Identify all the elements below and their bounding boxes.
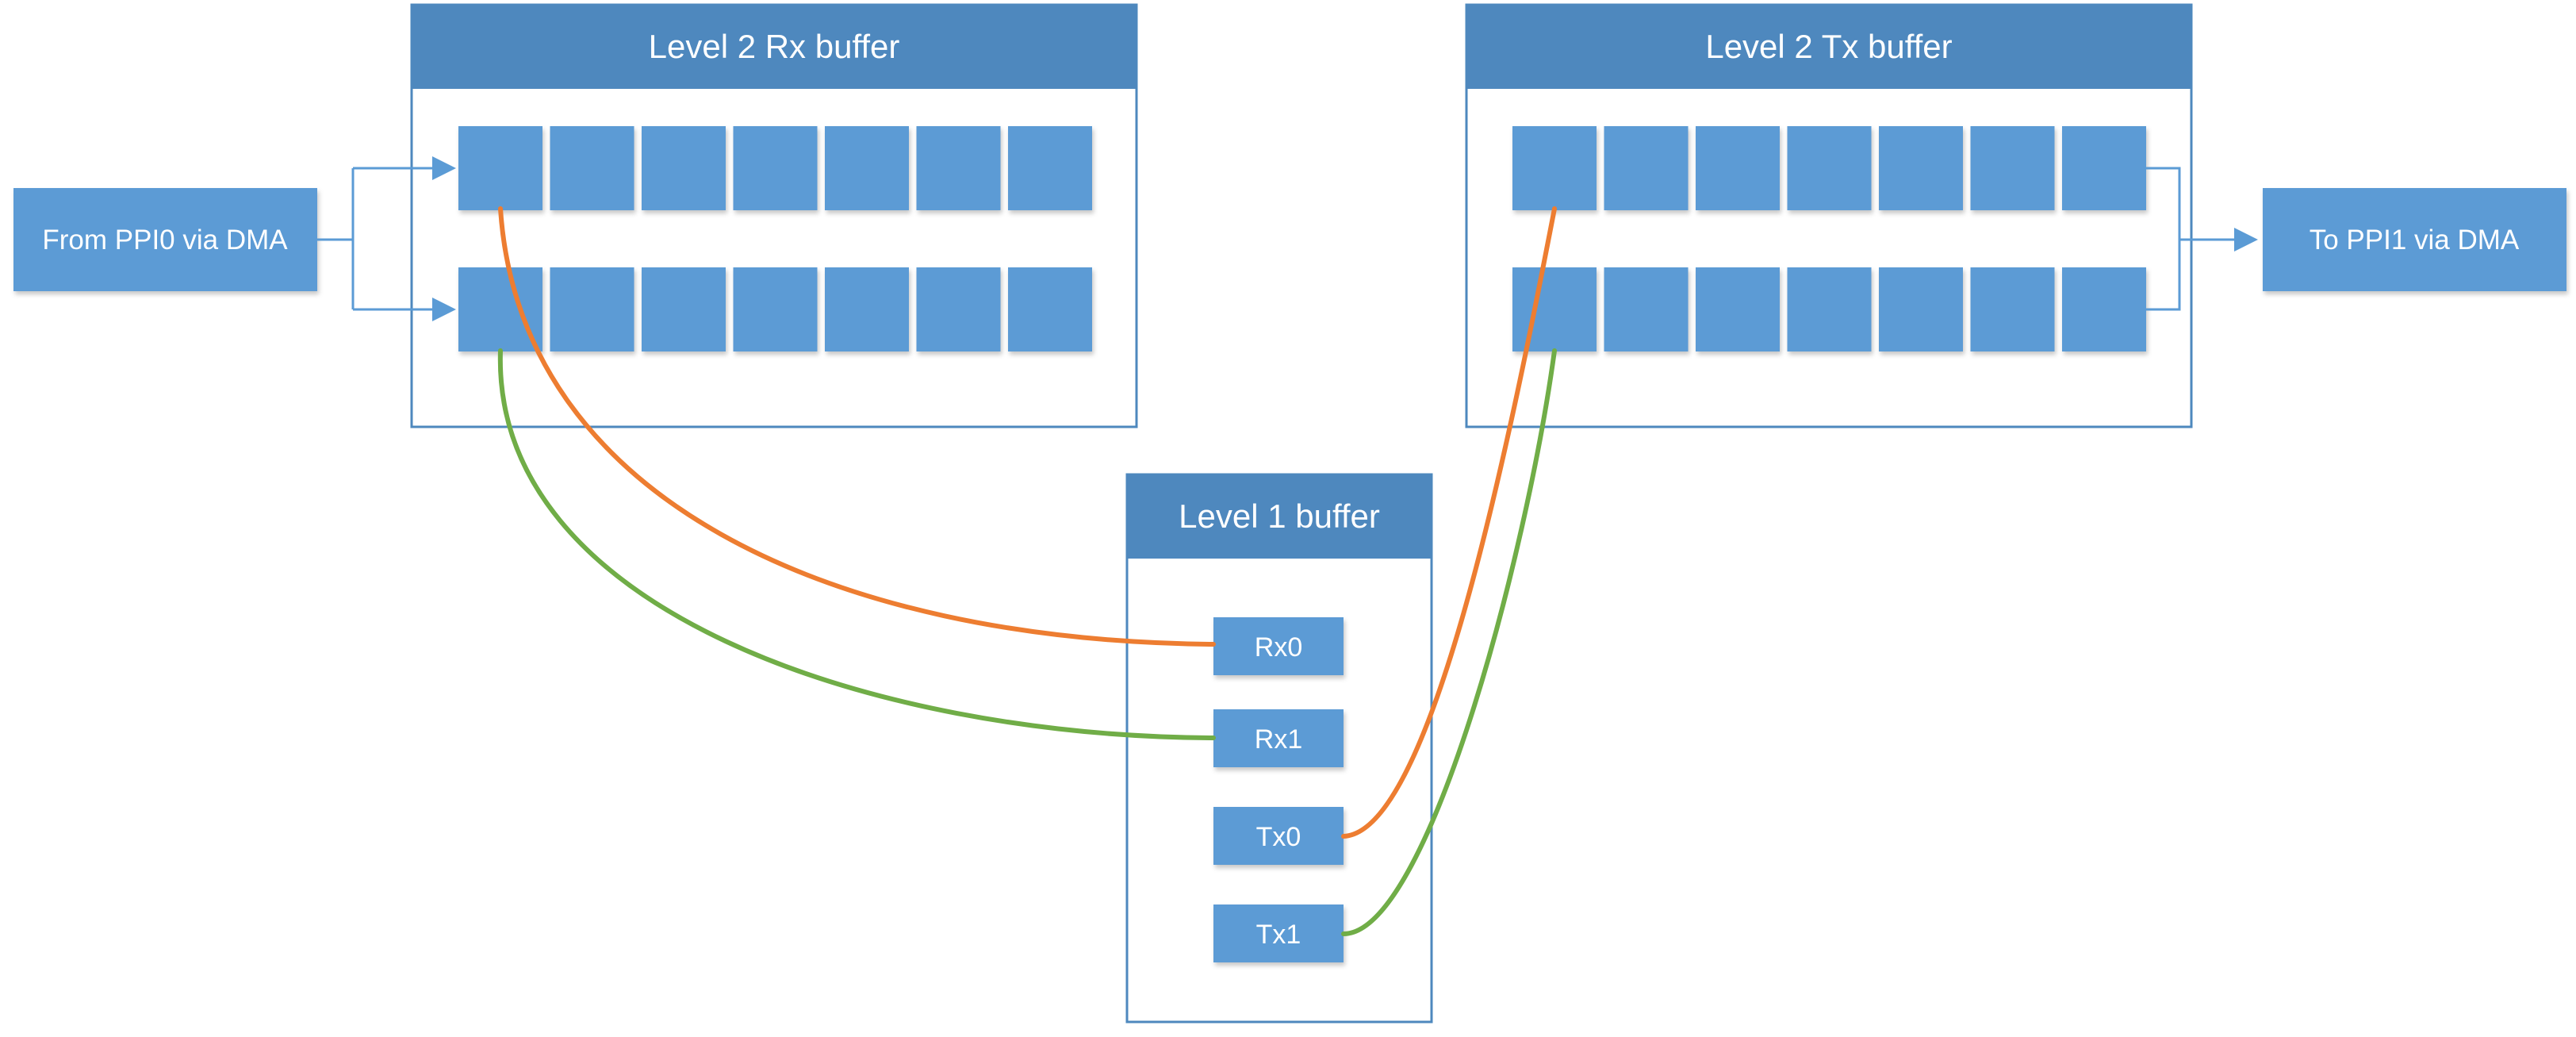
link-tx1-to-tx-row2: [1341, 348, 1557, 936]
l1-buffer-panel: Level 1 buffer Rx0 Rx1 Tx0 Tx1: [1125, 473, 1433, 1024]
tx-cells: [1512, 126, 2146, 351]
tx-buffer-cell-r1-c3: [1696, 126, 1780, 210]
rx-buffer-cell-r2-c4: [733, 267, 818, 351]
tx-buffer-cell-r1-c1: [1512, 126, 1597, 210]
tx-buffer-cell-r2-c4: [1787, 267, 1872, 351]
rx-buffer-cell-r1-c5: [825, 126, 909, 210]
rx-buffer-cell-r2-c1: [458, 267, 542, 351]
tx-buffer-cell-r1-c2: [1604, 126, 1689, 210]
rx-buffer-cell-r2-c5: [825, 267, 909, 351]
output-connector: [2144, 167, 2258, 311]
input-connector: [317, 156, 456, 321]
tx-buffer-cell-r2-c2: [1604, 267, 1689, 351]
rx-buffer-cell-r1-c4: [733, 126, 818, 210]
tx-buffer-cell-r1-c5: [1879, 126, 1963, 210]
link-rx-row2-to-rx1: [497, 348, 1216, 740]
rx-buffer-cell-r1-c7: [1008, 126, 1092, 210]
rx-buffer-panel: Level 2 Rx buffer: [410, 3, 1138, 428]
rx-buffer-cell-r1-c1: [458, 126, 542, 210]
tx-buffer-cell-r1-c6: [1970, 126, 2055, 210]
rx-panel-title: Level 2 Rx buffer: [649, 28, 900, 65]
tx-buffer-cell-r2-c1: [1512, 267, 1597, 351]
rx-buffer-cell-r2-c7: [1008, 267, 1092, 351]
rx-buffer-cell-r2-c2: [550, 267, 634, 351]
tx-buffer-cell-r2-c6: [1970, 267, 2055, 351]
sink-box: To PPI1 via DMA: [2263, 188, 2566, 291]
l1-slot-label: Rx0: [1255, 632, 1302, 663]
rx-panel-header: [412, 5, 1137, 89]
tx-buffer-cell-r2-c5: [1879, 267, 1963, 351]
rx-buffer-cell-r2-c3: [642, 267, 726, 351]
sink-label: To PPI1 via DMA: [2310, 225, 2520, 255]
tx-panel-title: Level 2 Tx buffer: [1705, 28, 1952, 65]
l1-slot-rx0: Rx0: [1213, 617, 1344, 675]
l1-slot-tx1: Tx1: [1213, 904, 1344, 962]
rx-buffer-cell-r1-c6: [916, 126, 1001, 210]
l1-slot-rx1: Rx1: [1213, 709, 1344, 767]
link-rx-row1-to-rx0: [498, 206, 1216, 647]
l1-slot-label: Tx1: [1256, 920, 1301, 950]
link-curves: [497, 206, 1557, 936]
rx-buffer-cell-r2-c6: [916, 267, 1001, 351]
l1-panel-header: [1127, 474, 1432, 559]
tx-panel-header: [1466, 5, 2191, 89]
rx-buffer-cell-r1-c2: [550, 126, 634, 210]
rx-cells: [458, 126, 1092, 351]
l1-slot-label: Rx1: [1255, 724, 1302, 755]
tx-buffer-panel: Level 2 Tx buffer: [1465, 3, 2193, 428]
tx-buffer-cell-r2-c7: [2062, 267, 2146, 351]
rx-buffer-cell-r1-c3: [642, 126, 726, 210]
tx-buffer-cell-r2-c3: [1696, 267, 1780, 351]
source-label: From PPI0 via DMA: [42, 225, 288, 255]
tx-buffer-cell-r1-c4: [1787, 126, 1872, 210]
tx-buffer-cell-r1-c7: [2062, 126, 2146, 210]
l1-slot-label: Tx0: [1256, 822, 1301, 852]
l1-slot-tx0: Tx0: [1213, 807, 1344, 865]
l1-panel-title: Level 1 buffer: [1179, 497, 1380, 535]
source-box: From PPI0 via DMA: [13, 188, 317, 291]
link-tx0-to-tx-row1: [1341, 206, 1557, 839]
